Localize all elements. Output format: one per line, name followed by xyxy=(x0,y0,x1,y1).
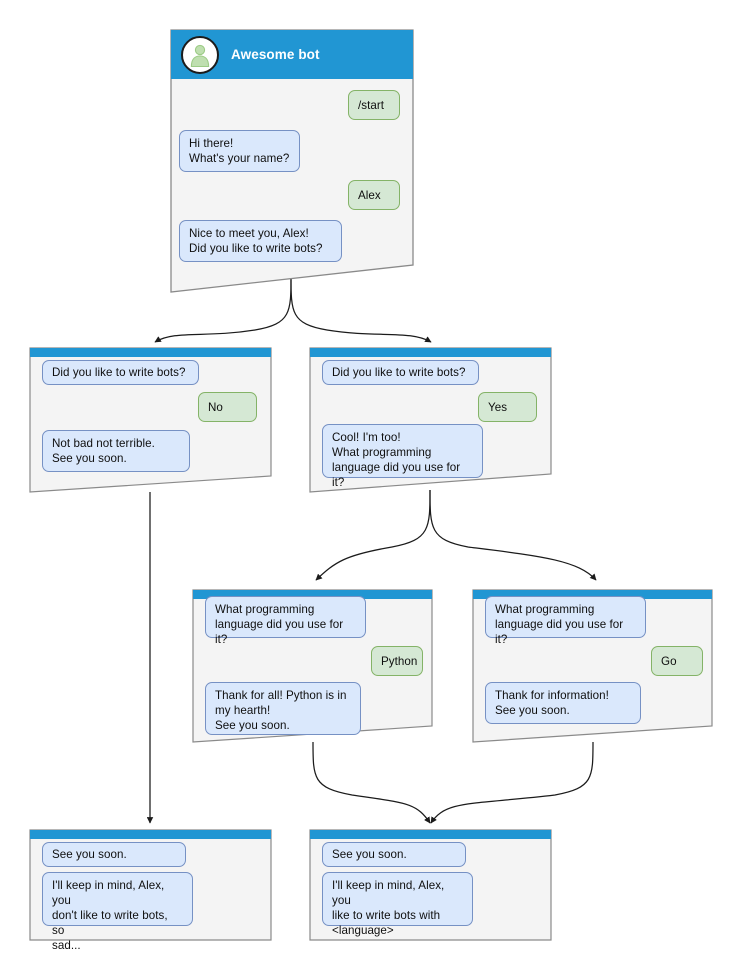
node-answer-go-content: What programming language did you use fo… xyxy=(471,588,714,744)
node-answer-no-content: Did you like to write bots? No Not bad n… xyxy=(28,346,273,494)
message-bubble-user[interactable]: Python xyxy=(371,646,423,676)
person-avatar-icon xyxy=(181,35,219,74)
message-bubble-bot[interactable]: What programming language did you use fo… xyxy=(205,596,366,646)
node-start-header: Awesome bot xyxy=(171,30,413,79)
node-start[interactable]: Awesome bot /start Hi there! What's your… xyxy=(168,27,416,295)
message-bubble-bot[interactable]: Did you like to write bots? xyxy=(42,360,199,385)
message-bubble-user[interactable]: Go xyxy=(651,646,703,676)
message-bubble-user[interactable]: /start xyxy=(348,90,400,120)
message-bubble-bot[interactable]: Thank for information! See you soon. xyxy=(485,682,641,724)
node-start-content: Awesome bot /start Hi there! What's your… xyxy=(168,27,416,295)
node-answer-python-content: What programming language did you use fo… xyxy=(191,588,434,744)
node-answer-yes-messages: Did you like to write bots? Yes Cool! I'… xyxy=(308,346,553,494)
node-end-sad-messages: See you soon. I'll keep in mind, Alex, y… xyxy=(28,828,273,952)
node-end-happy-content: See you soon. I'll keep in mind, Alex, y… xyxy=(308,828,553,942)
node-answer-no[interactable]: Did you like to write bots? No Not bad n… xyxy=(28,346,273,494)
message-bubble-user[interactable]: Yes xyxy=(478,392,537,422)
node-answer-go-messages: What programming language did you use fo… xyxy=(471,588,714,744)
message-bubble-bot[interactable]: See you soon. xyxy=(42,842,186,867)
message-bubble-user[interactable]: Alex xyxy=(348,180,400,210)
node-end-sad-content: See you soon. I'll keep in mind, Alex, y… xyxy=(28,828,273,952)
message-bubble-bot[interactable]: I'll keep in mind, Alex, you like to wri… xyxy=(322,872,473,937)
message-bubble-bot[interactable]: Thank for all! Python is in my hearth! S… xyxy=(205,682,361,735)
edge-yes-to-go xyxy=(429,489,597,581)
message-bubble-bot[interactable]: What programming language did you use fo… xyxy=(485,596,646,646)
message-bubble-bot[interactable]: Hi there! What's your name? xyxy=(179,130,300,172)
node-end-happy[interactable]: See you soon. I'll keep in mind, Alex, y… xyxy=(308,828,553,942)
node-end-sad[interactable]: See you soon. I'll keep in mind, Alex, y… xyxy=(28,828,273,952)
node-answer-yes[interactable]: Did you like to write bots? Yes Cool! I'… xyxy=(308,346,553,494)
node-answer-no-messages: Did you like to write bots? No Not bad n… xyxy=(28,346,273,494)
message-bubble-user[interactable]: No xyxy=(198,392,257,422)
message-bubble-bot[interactable]: See you soon. xyxy=(322,842,466,867)
node-start-messages: /start Hi there! What's your name? Alex … xyxy=(168,27,416,295)
message-bubble-bot[interactable]: Did you like to write bots? xyxy=(322,360,479,385)
edge-python-to-end-happy xyxy=(312,741,431,824)
node-answer-yes-content: Did you like to write bots? Yes Cool! I'… xyxy=(308,346,553,494)
message-bubble-bot[interactable]: Nice to meet you, Alex! Did you like to … xyxy=(179,220,342,262)
node-answer-python-messages: What programming language did you use fo… xyxy=(191,588,434,744)
node-answer-python[interactable]: What programming language did you use fo… xyxy=(191,588,434,744)
edge-yes-to-python xyxy=(315,489,431,581)
message-bubble-bot[interactable]: Not bad not terrible. See you soon. xyxy=(42,430,190,472)
message-bubble-bot[interactable]: Cool! I'm too! What programming language… xyxy=(322,424,483,489)
node-answer-go[interactable]: What programming language did you use fo… xyxy=(471,588,714,744)
message-bubble-bot[interactable]: I'll keep in mind, Alex, you don't like … xyxy=(42,872,193,952)
node-end-happy-messages: See you soon. I'll keep in mind, Alex, y… xyxy=(308,828,553,942)
edge-go-to-end-happy xyxy=(430,741,594,824)
node-start-title: Awesome bot xyxy=(231,47,320,62)
